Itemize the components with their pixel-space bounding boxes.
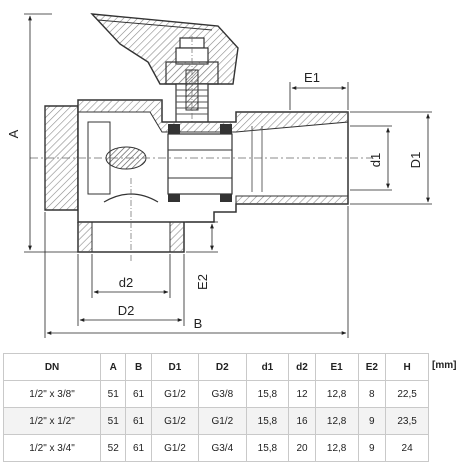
table-cell: 52 [100,434,127,462]
column-header: B [125,353,152,381]
table-cell: 61 [125,434,152,462]
column-header: D2 [198,353,247,381]
column-header: A [100,353,127,381]
table-cell: 61 [125,380,152,408]
dim-label-e2: E2 [195,274,210,290]
table-cell: G1/2 [150,407,200,435]
table-cell: G1/2 [198,407,247,435]
column-header: D1 [150,353,200,381]
table-cell: 12,8 [314,380,359,408]
table-cell: 8 [357,380,387,408]
dim-label-e1: E1 [304,70,320,85]
dim-label-b: B [194,316,203,331]
column-header: d1 [245,353,290,381]
table-cell: 23,5 [385,407,429,435]
table-cell: 1/2" x 3/8" [2,380,102,408]
table-cell: 51 [100,380,127,408]
column-header: d2 [288,353,316,381]
table-cell: 9 [357,407,387,435]
table-cell: 22,5 [385,380,429,408]
table-cell: 9 [357,434,387,462]
table-cell: 24 [385,434,429,462]
unit-label: [mm] [432,360,457,371]
table-cell: 15,8 [245,434,290,462]
dim-label-d1-small: d1 [368,153,383,167]
table-cell: 1/2" x 3/4" [2,434,102,462]
column-header: DN [2,353,102,381]
table-cell: 1/2" x 1/2" [2,407,102,435]
table-cell: G1/2 [150,434,200,462]
table-cell: 51 [100,407,127,435]
dim-label-d2-large: D2 [118,303,135,318]
column-header: H [385,353,429,381]
table-cell: 16 [288,407,316,435]
bottom-outlet [77,178,185,262]
dim-label-d1-large: D1 [408,152,423,169]
table-cell: G3/8 [198,380,247,408]
column-header: E2 [357,353,387,381]
table-cell: 15,8 [245,380,290,408]
dimension-lines [24,13,432,338]
valve-stem [165,36,219,134]
table-cell: 12,8 [314,407,359,435]
table-cell: G1/2 [150,380,200,408]
dim-label-a: A [6,129,21,138]
table-cell: G3/4 [198,434,247,462]
valve-body [30,99,372,223]
table-cell: 20 [288,434,316,462]
table-cell: 12,8 [314,434,359,462]
table-cell: 15,8 [245,407,290,435]
column-header: E1 [314,353,359,381]
valve-technical-drawing: A B E1 d1 D1 d2 D2 E2 [6,13,432,338]
dim-label-d2-small: d2 [119,275,133,290]
table-cell: 12 [288,380,316,408]
table-cell: 61 [125,407,152,435]
